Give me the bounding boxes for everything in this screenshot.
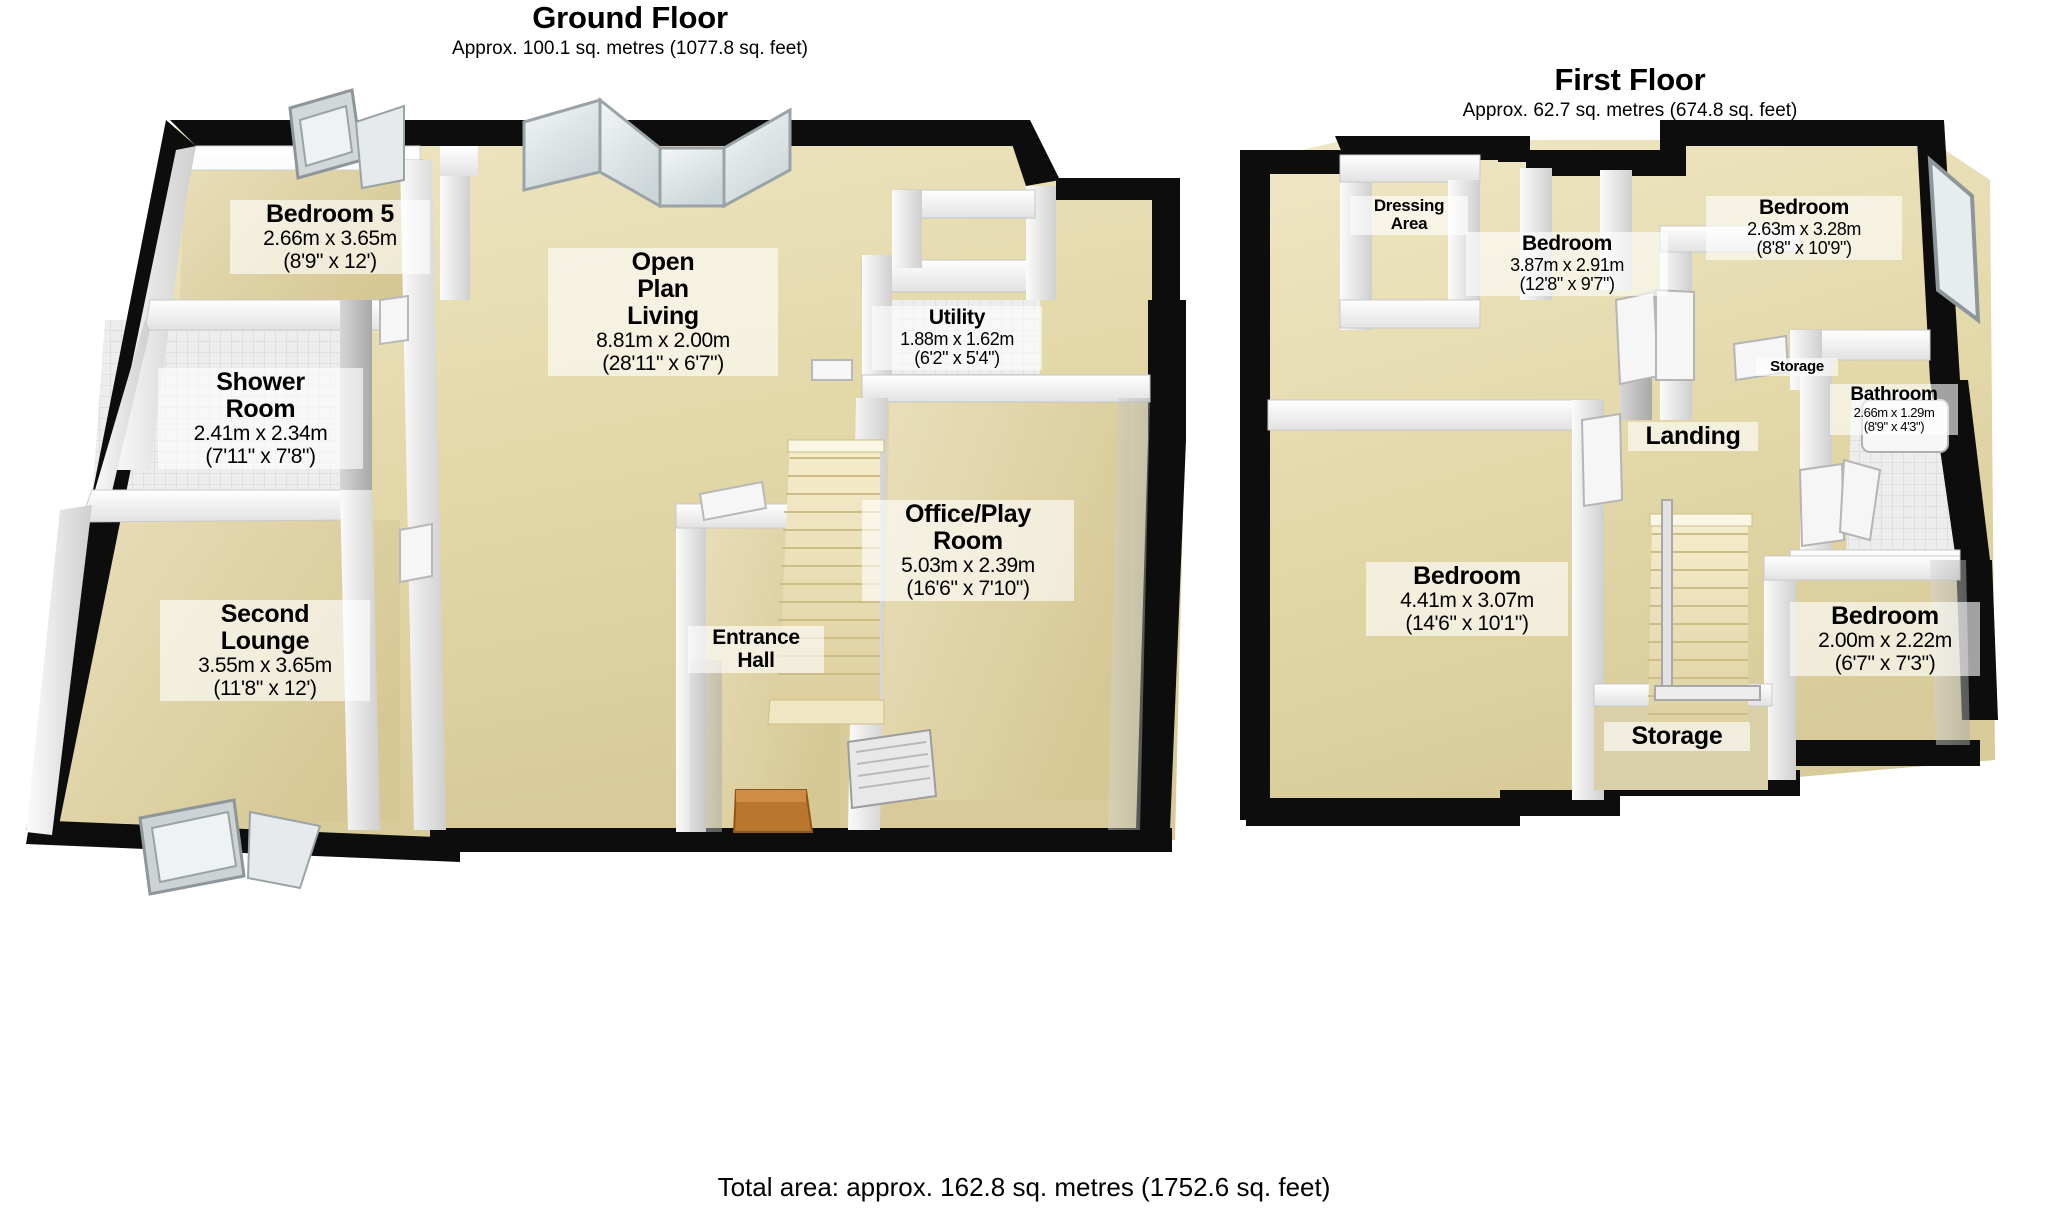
ground-floor-doors: [379, 294, 853, 584]
ground-floor-radiators: [846, 728, 938, 810]
bay-window-glass: [522, 96, 792, 209]
ground-floor-subtitle: Approx. 100.1 sq. metres (1077.8 sq. fee…: [452, 38, 808, 59]
bedroom5-window: [288, 88, 405, 190]
bathroom-fittings: [1861, 399, 1949, 453]
first-floor-subtitle: Approx. 62.7 sq. metres (674.8 sq. feet): [1462, 100, 1798, 121]
first-floor-window: [1927, 155, 1981, 325]
first-floor-title: First Floor: [1554, 62, 1706, 97]
ground-floor-title: Ground Floor: [532, 0, 728, 35]
ground-floor-plan: [26, 88, 1186, 896]
first-floor-plan: [1240, 120, 1998, 826]
first-floor-staircase: [1648, 499, 1761, 730]
first-floor-doors: [1580, 288, 1882, 548]
total-area-text: Total area: approx. 162.8 sq. metres (17…: [717, 1172, 1331, 1202]
lounge-window: [138, 798, 322, 896]
